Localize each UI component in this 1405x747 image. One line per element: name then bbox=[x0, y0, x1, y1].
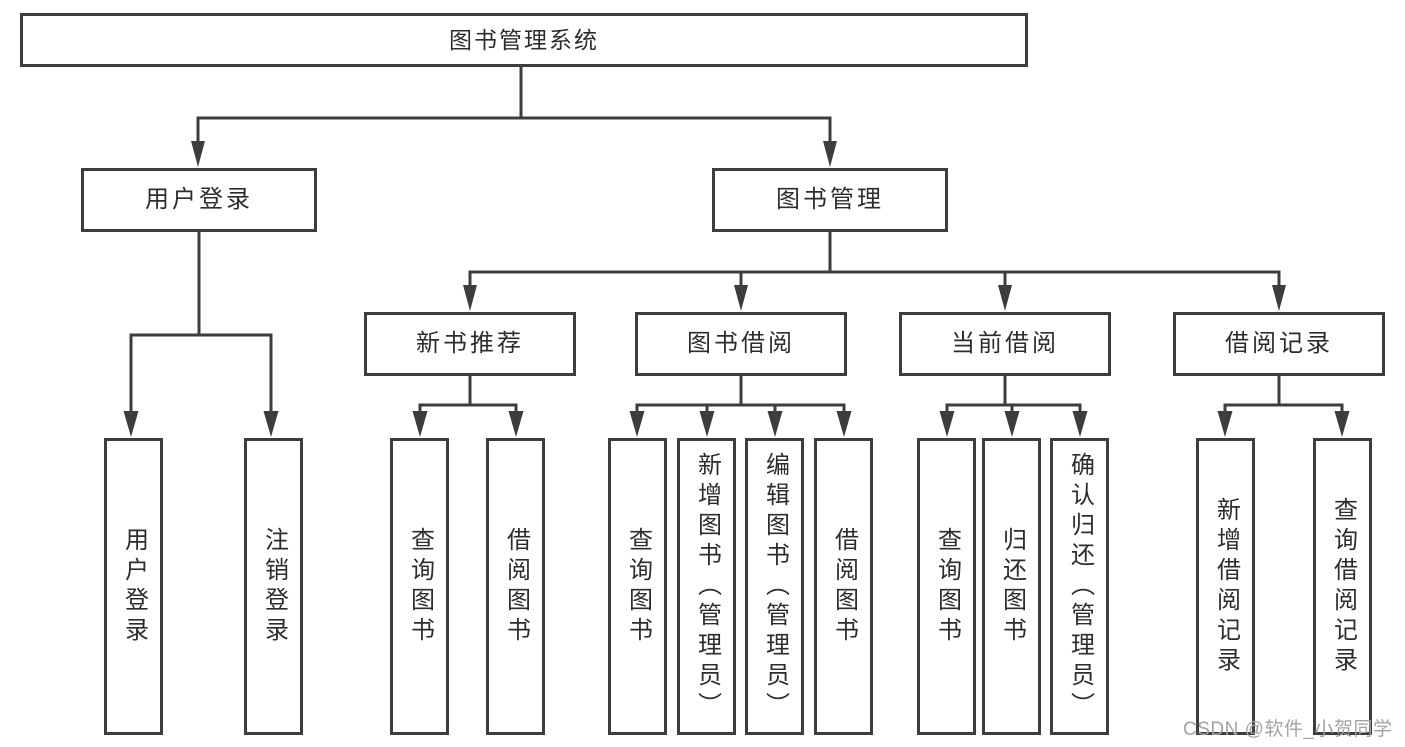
arrowhead-icon bbox=[629, 411, 645, 437]
leaf-borrow-books-recommend: 借阅图书 bbox=[486, 438, 545, 735]
node-label: 确认归还（管理员） bbox=[1066, 451, 1094, 722]
node-label: 用户登录 bbox=[145, 186, 253, 213]
node-new-book-recommend: 新书推荐 bbox=[364, 312, 576, 376]
node-label: 新书推荐 bbox=[416, 330, 524, 357]
node-label: 借阅图书 bbox=[502, 526, 530, 647]
arrowhead-icon bbox=[823, 141, 837, 167]
arrowhead-icon bbox=[463, 285, 477, 311]
leaf-add-borrow-record: 新增借阅记录 bbox=[1196, 438, 1255, 735]
arrowhead-icon bbox=[734, 285, 748, 311]
arrowhead-icon bbox=[123, 411, 139, 437]
arrowhead-icon bbox=[1272, 285, 1286, 311]
node-label: 查询借阅记录 bbox=[1329, 496, 1357, 677]
leaf-return-book: 归还图书 bbox=[982, 438, 1041, 735]
node-label: 图书管理系统 bbox=[449, 26, 599, 53]
leaf-edit-book-admin: 编辑图书（管理员） bbox=[745, 438, 804, 735]
node-label: 查询图书 bbox=[624, 526, 652, 647]
arrowhead-icon bbox=[998, 285, 1012, 311]
leaf-query-books-current: 查询图书 bbox=[917, 438, 976, 735]
node-current-borrow: 当前借阅 bbox=[899, 312, 1111, 376]
leaf-confirm-return-admin: 确认归还（管理员） bbox=[1050, 438, 1109, 735]
leaf-logout: 注销登录 bbox=[244, 438, 303, 735]
node-label: 图书借阅 bbox=[687, 330, 795, 357]
arrowhead-icon bbox=[836, 411, 852, 437]
leaf-user-login: 用户登录 bbox=[104, 438, 163, 735]
node-book-borrow: 图书借阅 bbox=[635, 312, 847, 376]
node-library-management-system: 图书管理系统 bbox=[20, 13, 1028, 67]
arrowhead-icon bbox=[767, 411, 783, 437]
leaf-add-book-admin: 新增图书（管理员） bbox=[677, 438, 736, 735]
arrowhead-icon bbox=[1334, 411, 1350, 437]
node-label: 借阅图书 bbox=[830, 526, 858, 647]
arrowhead-icon bbox=[939, 411, 955, 437]
leaf-query-borrow-record: 查询借阅记录 bbox=[1313, 438, 1372, 735]
node-borrow-records: 借阅记录 bbox=[1173, 312, 1385, 376]
node-book-management: 图书管理 bbox=[712, 168, 948, 232]
leaf-query-books-recommend: 查询图书 bbox=[390, 438, 449, 735]
node-label: 注销登录 bbox=[260, 526, 288, 647]
node-label: 查询图书 bbox=[933, 526, 961, 647]
node-label: 归还图书 bbox=[998, 526, 1026, 647]
node-label: 借阅记录 bbox=[1225, 330, 1333, 357]
arrowhead-icon bbox=[191, 141, 205, 167]
arrowhead-icon bbox=[263, 411, 279, 437]
arrowhead-icon bbox=[699, 411, 715, 437]
node-label: 新增借阅记录 bbox=[1212, 496, 1240, 677]
arrowheads bbox=[123, 141, 1350, 437]
node-label: 查询图书 bbox=[406, 526, 434, 647]
node-label: 当前借阅 bbox=[951, 330, 1059, 357]
leaf-borrow-books: 借阅图书 bbox=[814, 438, 873, 735]
arrowhead-icon bbox=[412, 411, 428, 437]
arrowhead-icon bbox=[1072, 411, 1088, 437]
arrowhead-icon bbox=[1004, 411, 1020, 437]
arrowhead-icon bbox=[508, 411, 524, 437]
node-label: 图书管理 bbox=[776, 186, 884, 213]
leaf-query-books-borrow: 查询图书 bbox=[608, 438, 667, 735]
arrowhead-icon bbox=[1217, 411, 1233, 437]
node-label: 编辑图书（管理员） bbox=[761, 451, 789, 722]
node-label: 用户登录 bbox=[120, 526, 148, 647]
node-label: 新增图书（管理员） bbox=[693, 451, 721, 722]
watermark: CSDN @软件_小贺同学 bbox=[1183, 719, 1393, 740]
node-user-login: 用户登录 bbox=[81, 168, 317, 232]
